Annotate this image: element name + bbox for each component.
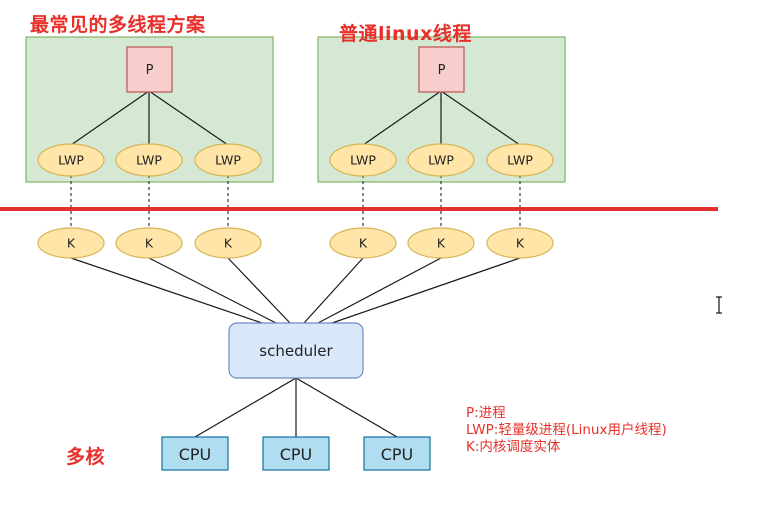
kernel-label: K xyxy=(359,236,368,251)
kernel-entity-nodes: K K K K K K xyxy=(37,227,554,259)
kernel-node: K xyxy=(194,227,262,259)
process-node-left: P xyxy=(126,46,173,93)
lwp-node: LWP xyxy=(194,143,262,177)
lwp-label: LWP xyxy=(136,153,162,168)
process-to-lwp-lines xyxy=(70,90,521,146)
kernel-label: K xyxy=(224,236,233,251)
legend: P:进程 LWP:轻量级进程(Linux用户线程) K:内核调度实体 xyxy=(466,405,667,456)
cpu-label: CPU xyxy=(179,445,212,464)
kernel-label: K xyxy=(145,236,154,251)
kernel-node: K xyxy=(37,227,105,259)
scheduler-label: scheduler xyxy=(259,342,333,360)
lwp-node: LWP xyxy=(486,143,554,177)
lwp-label: LWP xyxy=(507,153,533,168)
lwp-node: LWP xyxy=(329,143,397,177)
kernel-label: K xyxy=(516,236,525,251)
lwp-node: LWP xyxy=(37,143,105,177)
legend-item-process: P:进程 xyxy=(466,405,506,421)
process-label: P xyxy=(438,63,446,78)
cpu-nodes: CPU CPU CPU xyxy=(161,436,431,471)
lwp-node: LWP xyxy=(115,143,183,177)
cpu-label: CPU xyxy=(280,445,313,464)
cpu-node: CPU xyxy=(262,436,330,471)
right-group-title: 普通linux线程 xyxy=(339,23,472,45)
kernel-to-scheduler-lines xyxy=(70,257,521,324)
process-node-right: P xyxy=(418,46,465,93)
scheduler-node: scheduler xyxy=(228,322,364,379)
kernel-node: K xyxy=(115,227,183,259)
multicore-title: 多核 xyxy=(66,446,106,468)
kernel-label: K xyxy=(67,236,76,251)
legend-item-lwp: LWP:轻量级进程(Linux用户线程) xyxy=(466,422,667,438)
legend-item-kernel: K:内核调度实体 xyxy=(466,439,561,455)
cpu-label: CPU xyxy=(381,445,414,464)
kernel-node: K xyxy=(486,227,554,259)
kernel-node: K xyxy=(407,227,475,259)
lwp-node: LWP xyxy=(407,143,475,177)
lwp-label: LWP xyxy=(58,153,84,168)
lwp-label: LWP xyxy=(350,153,376,168)
left-group-title: 最常见的多线程方案 xyxy=(30,14,206,36)
lwp-label: LWP xyxy=(428,153,454,168)
process-label: P xyxy=(146,63,154,78)
text-cursor-icon xyxy=(716,296,722,314)
kernel-node: K xyxy=(329,227,397,259)
cpu-node: CPU xyxy=(161,436,229,471)
kernel-label: K xyxy=(437,236,446,251)
cpu-node: CPU xyxy=(363,436,431,471)
lwp-label: LWP xyxy=(215,153,241,168)
lwp-nodes: LWP LWP LWP LWP LWP LWP xyxy=(37,143,554,177)
scheduler-to-cpu-lines xyxy=(194,377,398,438)
lwp-to-kernel-dotted-lines xyxy=(70,175,521,228)
